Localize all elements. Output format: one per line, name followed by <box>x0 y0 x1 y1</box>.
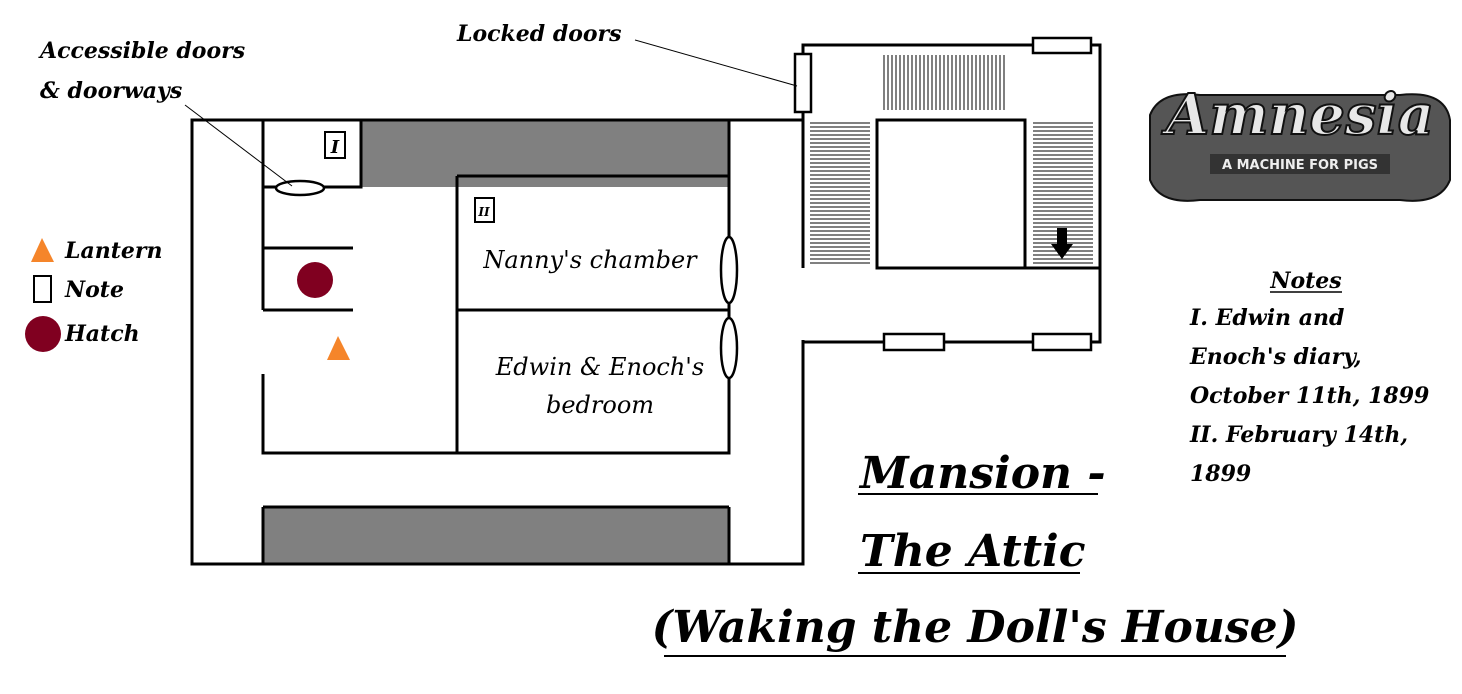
legend: Lantern Note Hatch <box>25 238 162 352</box>
room-label-nanny: Nanny's chamber <box>482 246 698 274</box>
right-wing <box>793 36 1102 352</box>
notes-line: II. February 14th, <box>1189 422 1408 448</box>
door-nanny-chamber <box>719 235 739 305</box>
lantern-marker <box>327 336 350 360</box>
door-edwin-bedroom <box>719 316 739 380</box>
inner-walls <box>261 120 731 564</box>
note-marker-i-label: I <box>330 137 340 158</box>
room-label-edwin-2: bedroom <box>546 391 654 419</box>
leader-accessible <box>184 104 293 187</box>
down-arrow-icon <box>1051 228 1073 259</box>
stairs-right <box>1033 122 1093 264</box>
note-marker-ii-label: II <box>477 205 490 219</box>
stairs-top <box>883 55 1005 110</box>
logo-main: Amnesia <box>1161 82 1434 148</box>
amnesia-logo: Amnesia A MACHINE FOR PIGS <box>1149 81 1451 202</box>
locked-door-south-1 <box>882 332 946 352</box>
legend-hatch: Hatch <box>64 321 140 347</box>
label-accessible-doors: Accessible doors <box>38 38 245 64</box>
title-line-3: (Waking the Doll's House) <box>652 602 1299 653</box>
door-room-i <box>274 179 326 197</box>
label-locked-doors: Locked doors <box>456 21 622 47</box>
room-label-edwin: Edwin & Enoch's <box>495 353 704 381</box>
circle-icon <box>25 316 61 352</box>
label-doorways: & doorways <box>40 78 182 104</box>
note-icon <box>33 275 52 303</box>
note-marker-ii <box>474 197 495 223</box>
outer-wall <box>190 118 805 566</box>
title-line-2: The Attic <box>860 526 1086 577</box>
notes-line: Enoch's diary, <box>1189 344 1362 370</box>
locked-door-west <box>793 52 813 114</box>
notes-line: I. Edwin and <box>1189 305 1344 331</box>
notes-heading: Notes <box>1269 268 1341 294</box>
stairs-left <box>810 122 870 264</box>
notes-line: October 11th, 1899 <box>1190 383 1429 409</box>
legend-lantern: Lantern <box>64 238 162 264</box>
locked-door-north <box>1031 36 1093 55</box>
left-wing: I II Nanny's chamber Edwin & Enoch's bed… <box>190 118 805 566</box>
notes-line: 1899 <box>1190 461 1251 487</box>
triangle-icon <box>31 238 54 262</box>
map-title: Mansion - The Attic (Waking the Doll's H… <box>652 448 1299 657</box>
note-marker-i <box>324 131 346 159</box>
logo-sub: A MACHINE FOR PIGS <box>1222 158 1378 173</box>
locked-door-south-2 <box>1031 332 1093 352</box>
hatch-marker <box>297 262 333 298</box>
legend-note: Note <box>64 277 124 303</box>
leader-locked <box>634 39 798 87</box>
title-line-1: Mansion - <box>858 448 1106 499</box>
notes: Notes I. Edwin and Enoch's diary, Octobe… <box>1189 268 1429 487</box>
blocked-area-bottom <box>263 507 729 564</box>
